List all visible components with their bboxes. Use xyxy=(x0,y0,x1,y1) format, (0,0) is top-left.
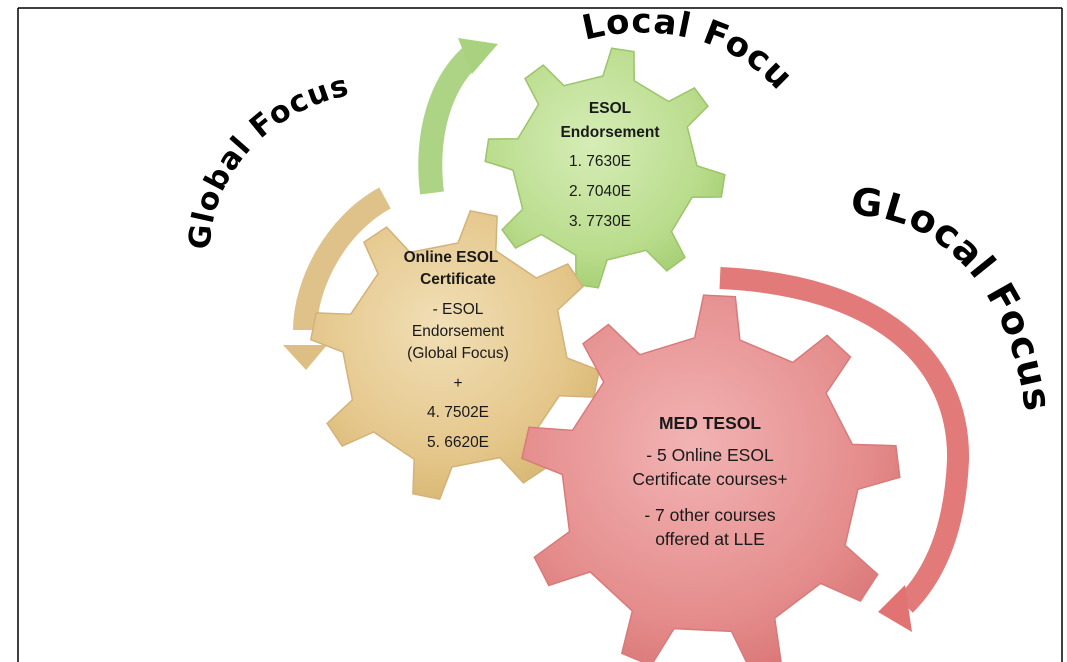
esol-item: 2. 7040E xyxy=(569,183,631,200)
esol-gear-text: ESOL Endorsement 1. 7630E 2. 7040E 3. 77… xyxy=(560,100,659,230)
med-line: - 7 other courses xyxy=(644,505,776,525)
local-focus-label: Local Focus xyxy=(0,0,801,98)
esol-title-line-2: Endorsement xyxy=(560,124,659,141)
online-gear-text: Online ESOL Certificate - ESOL Endorseme… xyxy=(404,249,509,451)
red-curved-arrow xyxy=(719,267,970,632)
tan-curved-arrow xyxy=(283,187,392,370)
med-line: Certificate courses+ xyxy=(632,469,787,489)
local-focus-text: Local Focus xyxy=(0,0,800,98)
gear-esol-endorsement xyxy=(484,47,726,289)
esol-title-line-1: ESOL xyxy=(589,100,631,117)
esol-item: 3. 7730E xyxy=(569,213,631,230)
med-gear-text: MED TESOL - 5 Online ESOL Certificate co… xyxy=(632,413,787,549)
online-line: Endorsement xyxy=(412,323,505,340)
esol-item: 1. 7630E xyxy=(569,153,631,170)
glocal-focus-label: GLocal Focus xyxy=(849,179,1060,414)
global-focus-text: Global Focus xyxy=(183,68,352,250)
gear-online-shape xyxy=(309,209,601,501)
gear-online-esol-certificate xyxy=(309,209,601,501)
global-focus-label: Global Focus xyxy=(183,68,353,250)
online-title-line-2: Certificate xyxy=(420,271,496,288)
med-title: MED TESOL xyxy=(659,413,761,433)
online-title-line-1: Online ESOL xyxy=(404,249,499,266)
online-line: (Global Focus) xyxy=(407,345,509,362)
online-line: 5. 6620E xyxy=(427,434,489,451)
med-line: - 5 Online ESOL xyxy=(646,445,774,465)
online-line: - ESOL xyxy=(433,301,484,318)
gear-esol-shape xyxy=(484,47,726,289)
online-line: + xyxy=(453,375,462,392)
gear-med-shape xyxy=(521,294,901,662)
glocal-focus-text: GLocal Focus xyxy=(849,179,1059,414)
gear-med-tesol xyxy=(521,294,901,662)
green-curved-arrow xyxy=(418,38,498,195)
med-line: offered at LLE xyxy=(655,529,765,549)
online-line: 4. 7502E xyxy=(427,404,489,421)
